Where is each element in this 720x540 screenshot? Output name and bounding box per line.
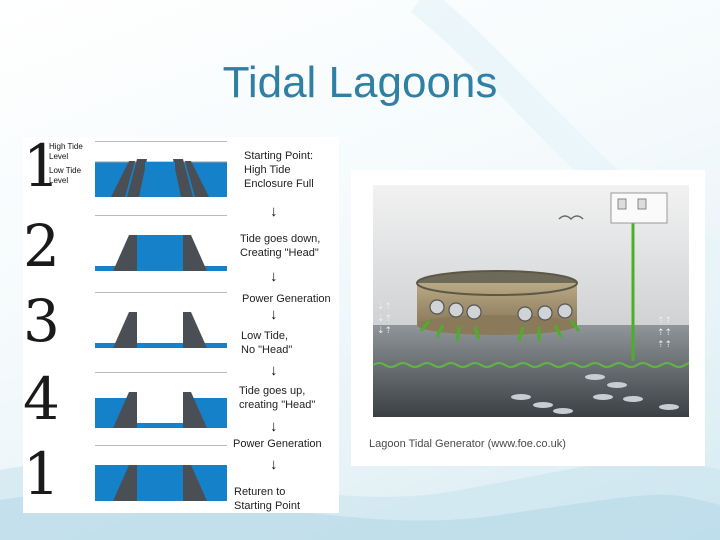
svg-text:⇣⇡: ⇣⇡ <box>377 326 392 336</box>
step-text-tide-down: Tide goes down, Creating "Head" <box>240 233 321 259</box>
step-text-low-tide: Low Tide, No "Head" <box>241 330 293 356</box>
step-number: 1 <box>23 132 60 200</box>
svg-text:⇣⇡: ⇣⇡ <box>377 314 392 324</box>
down-arrow-icon: ↓ <box>270 418 278 435</box>
step-text-power-generation-2: Power Generation <box>233 438 322 450</box>
svg-text:⇡⇡: ⇡⇡ <box>657 328 672 338</box>
scene-2-tide-down <box>95 215 227 271</box>
svg-text:⇡⇡: ⇡⇡ <box>657 340 672 350</box>
scene-3-power-generation <box>95 292 227 348</box>
svg-text:⇡⇡: ⇡⇡ <box>657 316 672 326</box>
down-arrow-icon: ↓ <box>270 203 278 220</box>
down-arrow-icon: ↓ <box>270 268 278 285</box>
step-text-return: Returen to Starting Point <box>234 486 301 512</box>
step-number: 2 <box>23 212 60 280</box>
scene-5-back-to-start <box>95 445 227 501</box>
step-number: 1 <box>23 440 60 508</box>
step-number: 4 <box>23 365 60 433</box>
tidal-steps-diagram: 1 2 3 4 1 High Tide Level Low Tide Level <box>23 137 339 513</box>
scene-1-high-tide-full <box>95 141 227 197</box>
high-tide-label: High Tide Level <box>49 142 83 161</box>
lagoon-generator-illustration: ⇣⇡ ⇣⇡ ⇣⇡ ⇡⇡ ⇡⇡ ⇡⇡ <box>373 185 689 417</box>
down-arrow-icon: ↓ <box>270 456 278 473</box>
lagoon-generator-illustration-panel: ⇣⇡ ⇣⇡ ⇣⇡ ⇡⇡ ⇡⇡ ⇡⇡ <box>351 170 705 466</box>
step-text-tide-up: Tide goes up, creating "Head" <box>239 385 316 411</box>
down-arrow-icon: ↓ <box>270 362 278 379</box>
down-arrow-icon: ↓ <box>270 306 278 323</box>
low-tide-label: Low Tide Level <box>49 166 82 185</box>
step-text-starting-point: Starting Point: High Tide Enclosure Full <box>244 150 314 190</box>
step-text-power-generation: Power Generation <box>242 293 331 305</box>
svg-text:⇣⇡: ⇣⇡ <box>377 302 392 312</box>
slide-title: Tidal Lagoons <box>222 58 498 107</box>
step-number: 3 <box>23 287 60 355</box>
scene-4-tide-up <box>95 372 227 428</box>
illustration-caption: Lagoon Tidal Generator (www.foe.co.uk) <box>369 438 566 450</box>
